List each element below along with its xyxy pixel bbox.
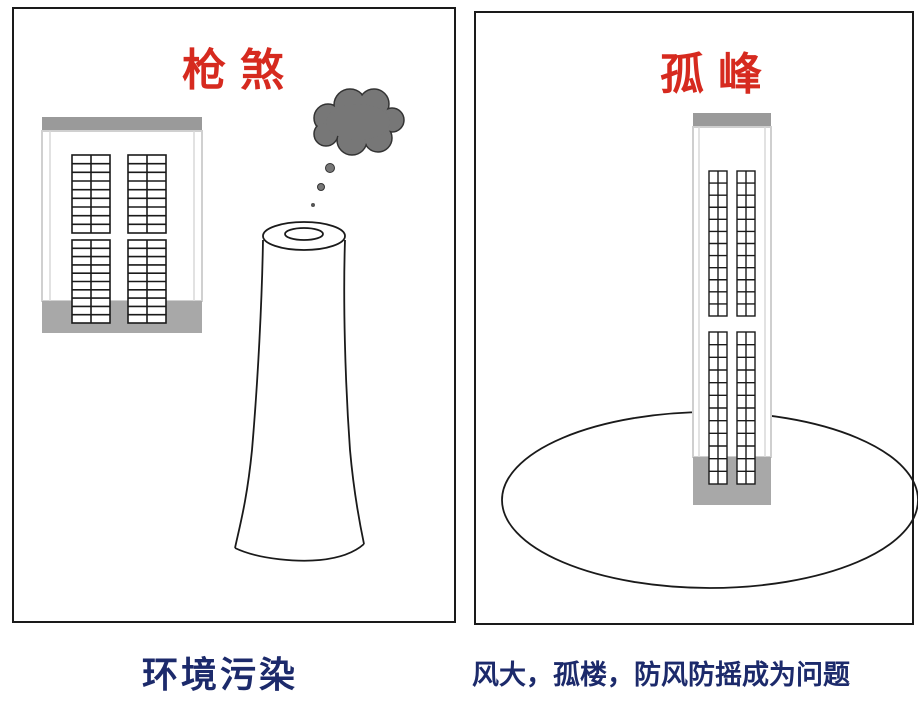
window-grid	[708, 170, 728, 317]
window-grid	[71, 239, 111, 324]
right-panel-title: 孤峰	[660, 49, 776, 100]
window-grid	[736, 170, 756, 317]
left-caption: 环境污染	[142, 654, 299, 696]
left-panel-title: 枪煞	[182, 45, 298, 96]
window-grid	[127, 239, 167, 324]
right-caption: 风大，孤楼，防风防摇成为问题	[472, 660, 850, 691]
window-grid	[708, 331, 728, 485]
window-grid	[71, 154, 111, 234]
building-icon	[41, 117, 203, 333]
window-grid	[127, 154, 167, 234]
smoke-cloud-icon	[311, 88, 405, 207]
window-grid	[736, 331, 756, 485]
tower-icon	[692, 113, 772, 505]
chimney-icon	[234, 221, 365, 562]
